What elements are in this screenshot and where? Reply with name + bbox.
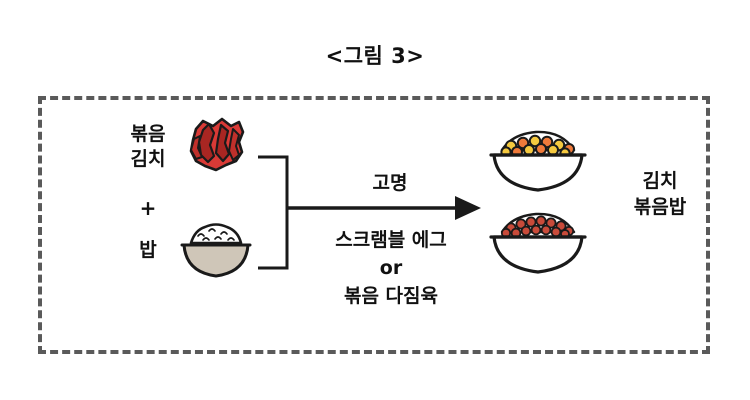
label-topping: 고명 [372,172,408,194]
label-kimchi-fried-rice: 김치 볶음밥 [633,170,687,218]
page-title: <그림 3> [325,44,425,68]
label-plus-sign: + [139,196,157,220]
label-stir-fried-kimchi: 볶음 김치 [130,123,166,170]
label-scrambled-egg-or-minced-meat: 스크램블 에그 or 볶음 다짐육 [335,229,447,307]
diagram-frame [38,96,710,354]
label-rice: 밥 [139,239,157,261]
